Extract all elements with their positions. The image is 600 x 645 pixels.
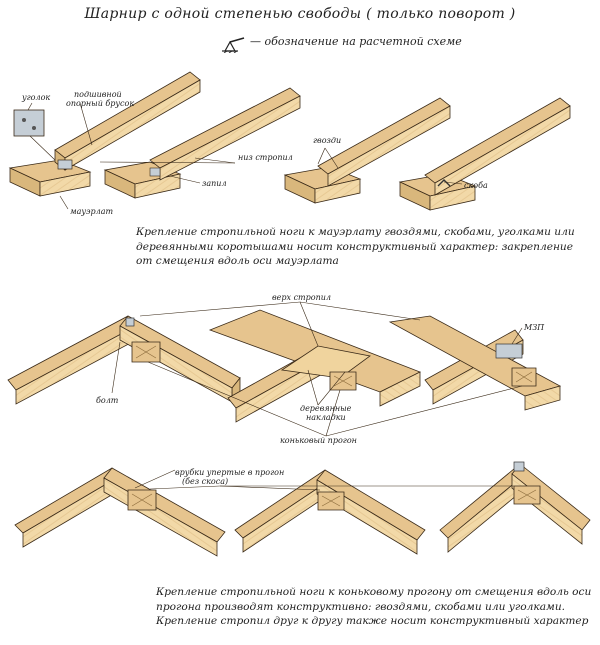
label-nakladki: накладки (306, 413, 346, 422)
label-zapil: запил (202, 179, 227, 188)
label-derevyannye: деревянные (300, 404, 352, 413)
rafter-mauerlat-notch (103, 87, 301, 199)
caption-top-line-1: Крепление стропильной ноги к мауэрлату г… (136, 226, 575, 238)
legend-text: — обозначение на расчетной схеме (250, 35, 462, 48)
top-leader-lines (27, 102, 463, 210)
bottom-leader-lines (134, 469, 514, 491)
caption-top-line-2: деревянными коротышами носит конструктив… (136, 240, 574, 253)
caption-bottom-line-3: Крепление стропил друг к другу также нос… (156, 615, 589, 627)
label-bolt: болт (96, 396, 119, 405)
page-title: Шарнир с одной степенью свободы ( только… (84, 6, 516, 22)
label-mzp: МЗП (523, 323, 545, 332)
ridge-bolted (7, 315, 241, 405)
ridge-wood-plates (208, 309, 421, 423)
label-verh-stropil: верх стропил (272, 293, 331, 302)
caption-top: Крепление стропильной ноги к мауэрлату г… (136, 225, 575, 269)
label-niz-stropil: низ стропил (238, 153, 293, 162)
hinge-symbol-icon (222, 37, 245, 54)
mid-leader-lines (111, 301, 523, 437)
label-opornyy-brusok: опорный брусок (66, 99, 134, 108)
label-konkovy-progon: коньковый прогон (280, 436, 357, 445)
caption-bottom-line-2: прогона производят конструктивно: гвоздя… (156, 600, 566, 613)
rafter-mauerlat-nails (283, 97, 451, 204)
ridge-notched-1 (14, 467, 226, 557)
ridge-notched-3 (439, 461, 591, 553)
legend: — обозначение на расчетной схеме (220, 35, 462, 56)
label-skoba: скоба (464, 181, 488, 190)
caption-top-line-3: от смещения вдоль оси мауэрлата (136, 255, 339, 267)
label-gvozdi: гвозди (313, 136, 341, 145)
rafter-mauerlat-staple (398, 97, 571, 211)
label-ugolok: уголок (21, 93, 50, 102)
caption-bottom-line-1: Крепление стропильной ноги к коньковому … (156, 586, 592, 598)
label-bez-skosa: (без скоса) (182, 477, 228, 486)
label-mauerlat: мауэрлат (70, 207, 114, 216)
ridge-metal-plate (388, 315, 562, 411)
caption-bottom: Крепление стропильной ноги к коньковому … (156, 585, 591, 629)
rafter-mauerlat-angle (8, 71, 201, 197)
label-podshivnoy: подшивной (74, 90, 122, 99)
ridge-notched-2 (234, 469, 426, 555)
label-vrubki: врубки упертые в прогон (175, 468, 284, 477)
